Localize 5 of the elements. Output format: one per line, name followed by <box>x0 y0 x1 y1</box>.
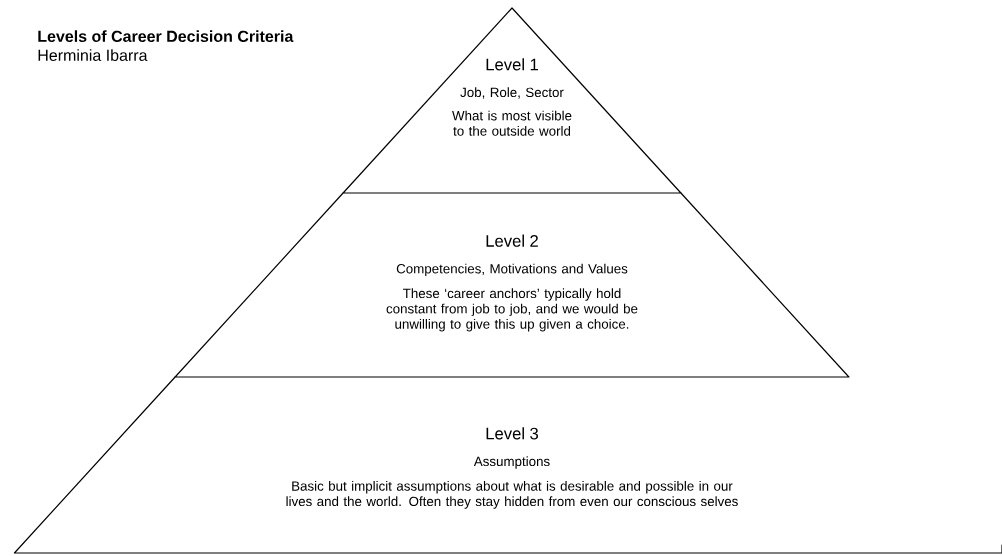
pyramid-band: Level 1 Job, Role, Sector What is most visible to the outside world <box>342 7 682 194</box>
pyramid-band: Level 2 Competencies, Motivations and Values These ‘career anchors’ typically hold constant from job to job, and we would be unwilling to give this up given a choice. <box>174 192 850 378</box>
author-name: Herminia Ibarra <box>38 49 148 61</box>
pyramid-band: Level 3 Assumptions Basic but implicit assumptions about what is desirable and possible in our lives and the world. Often they stay hidden from even our conscious selves <box>13 376 1002 554</box>
title: Levels of Career Decision Criteria <box>38 30 294 42</box>
